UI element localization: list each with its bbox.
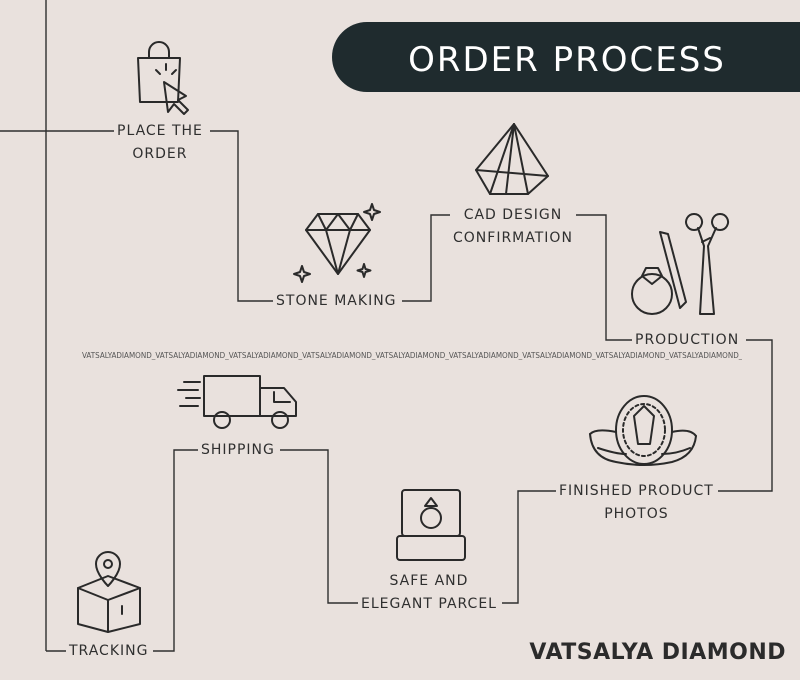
step-finished-photos-label: FINISHED PRODUCT PHOTOS [556,480,717,526]
step-shipping-label: SHIPPING [198,439,278,462]
brand-name: VATSALYA DIAMOND [529,640,786,665]
delivery-truck-icon [177,375,297,429]
step-stone-making-label: STONE MAKING [273,290,400,313]
step-place-order-label: PLACE THE ORDER [114,120,206,166]
step-parcel-label: SAFE AND ELEGANT PARCEL [358,570,500,616]
ring-tools-icon [631,213,729,315]
halo-ring-icon [589,395,697,466]
title-banner: ORDER PROCESS [332,22,800,92]
pyramid-gem-icon [475,123,549,195]
step-tracking-label: TRACKING [66,640,152,663]
shopping-bag-cursor-icon [137,41,189,115]
step-production-label: PRODUCTION [632,329,743,352]
page-title: ORDER PROCESS [408,40,726,80]
diamond-sparkle-icon [293,203,381,283]
package-location-icon [77,551,141,633]
step-cad-design-label: CAD DESIGN CONFIRMATION [450,204,576,250]
watermark-text: VATSALYADIAMOND_VATSALYADIAMOND_VATSALYA… [82,351,742,360]
ring-box-icon [396,489,466,561]
